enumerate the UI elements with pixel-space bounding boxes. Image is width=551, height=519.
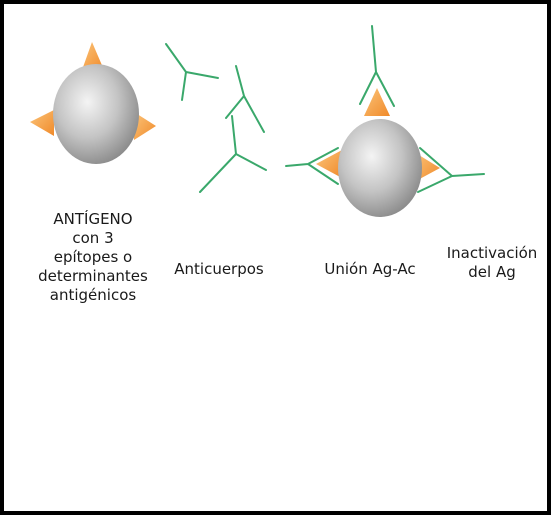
antigen-label-line-4: determinantes — [8, 267, 178, 286]
antigen-triangular-epitopes — [30, 42, 156, 164]
antibodies-label: Anticuerpos — [154, 260, 284, 279]
epitope-left — [316, 150, 342, 178]
inactivation-label-line-1: Inactivación — [438, 244, 546, 263]
free-antibodies-top — [166, 44, 266, 192]
antigen-antibody-union-top — [286, 26, 484, 217]
antigen-label-line-1: ANTÍGENO — [8, 210, 178, 229]
antigen-label-line-2: con 3 — [8, 229, 178, 248]
binding-label: Unión Ag-Ac — [306, 260, 434, 279]
inactivation-label: Inactivación del Ag — [438, 244, 546, 282]
epitope-left — [30, 110, 54, 136]
antibody — [200, 116, 266, 192]
antigen-label-line-5: antigénicos — [8, 286, 178, 305]
inactivation-label-line-2: del Ag — [438, 263, 546, 282]
antigen-sphere — [338, 119, 422, 217]
antigen-label-line-3: epítopes o — [8, 248, 178, 267]
antibody — [166, 44, 218, 100]
antigen-label: ANTÍGENO con 3 epítopes o determinantes … — [8, 210, 178, 305]
antigen-sphere — [53, 64, 139, 164]
